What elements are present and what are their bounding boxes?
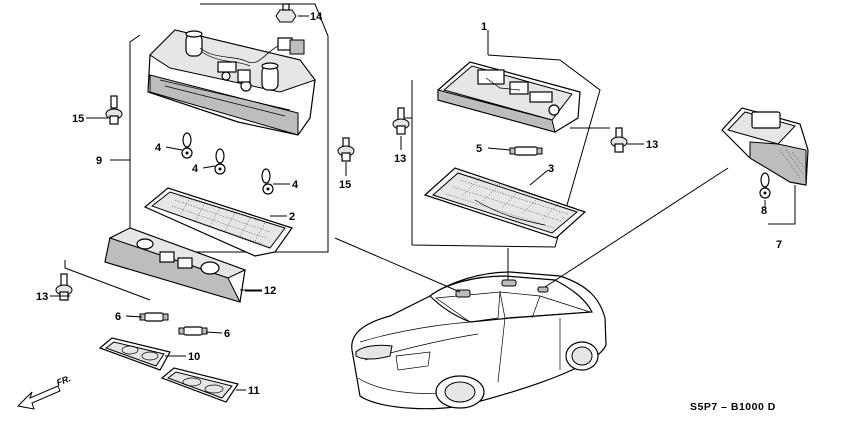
callout-7: 7 [776,239,782,251]
callout-6a: 6 [115,311,121,323]
screw-13-c [610,127,628,153]
callout-15a: 15 [72,113,84,125]
bulb-4-b [214,148,226,175]
car-silhouette [351,271,607,410]
bulb-4-a [181,132,193,159]
callout-13b: 13 [394,153,406,165]
callout-15b: 15 [339,179,351,191]
callout-4a: 4 [155,142,162,154]
callout-4c: 4 [292,179,299,191]
bracket-9 [110,3,329,253]
diagram-code: S5P7 – B1000 D [690,401,776,413]
bracket-1 [400,30,610,248]
bulb-4-c [261,168,274,195]
callout-labels: 1 2 3 4 4 4 5 6 6 7 8 9 10 11 12 13 13 1… [36,11,782,397]
callout-13c: 13 [646,139,658,151]
callout-12: 12 [264,285,276,297]
bulb-6-a [139,312,169,322]
screw-15-b [337,137,355,162]
callout-3: 3 [548,163,554,175]
nut-14 [275,3,297,23]
screw-13-b [392,107,410,135]
map-light-base-12 [104,227,247,303]
trunk-light-7 [721,107,809,186]
map-light-housing [147,29,316,136]
lens-10 [98,337,171,371]
callout-1: 1 [481,21,487,33]
callout-4b: 4 [192,163,199,175]
lens-3 [423,167,587,239]
dome-light-housing [437,61,581,133]
lens-2 [143,187,293,257]
bulb-6-b [178,326,208,336]
bulb-5 [509,146,543,156]
callout-8: 8 [761,205,767,217]
callout-10: 10 [188,351,200,363]
callout-5: 5 [476,143,482,155]
callout-6b: 6 [224,328,230,340]
lens-11 [160,367,239,403]
bulb-8 [759,172,771,199]
callout-9: 9 [96,155,102,167]
screw-15-a [105,95,123,125]
callout-2: 2 [289,211,295,223]
callout-13a: 13 [36,291,48,303]
bracket-12 [64,260,262,301]
front-direction-arrow-icon: FR. [16,373,72,410]
callout-14: 14 [310,11,323,23]
callout-11: 11 [248,385,260,397]
reference-lines [334,167,729,293]
leader-lines [50,15,766,391]
bracket-7 [768,185,796,225]
direction-label: FR. [55,373,72,388]
